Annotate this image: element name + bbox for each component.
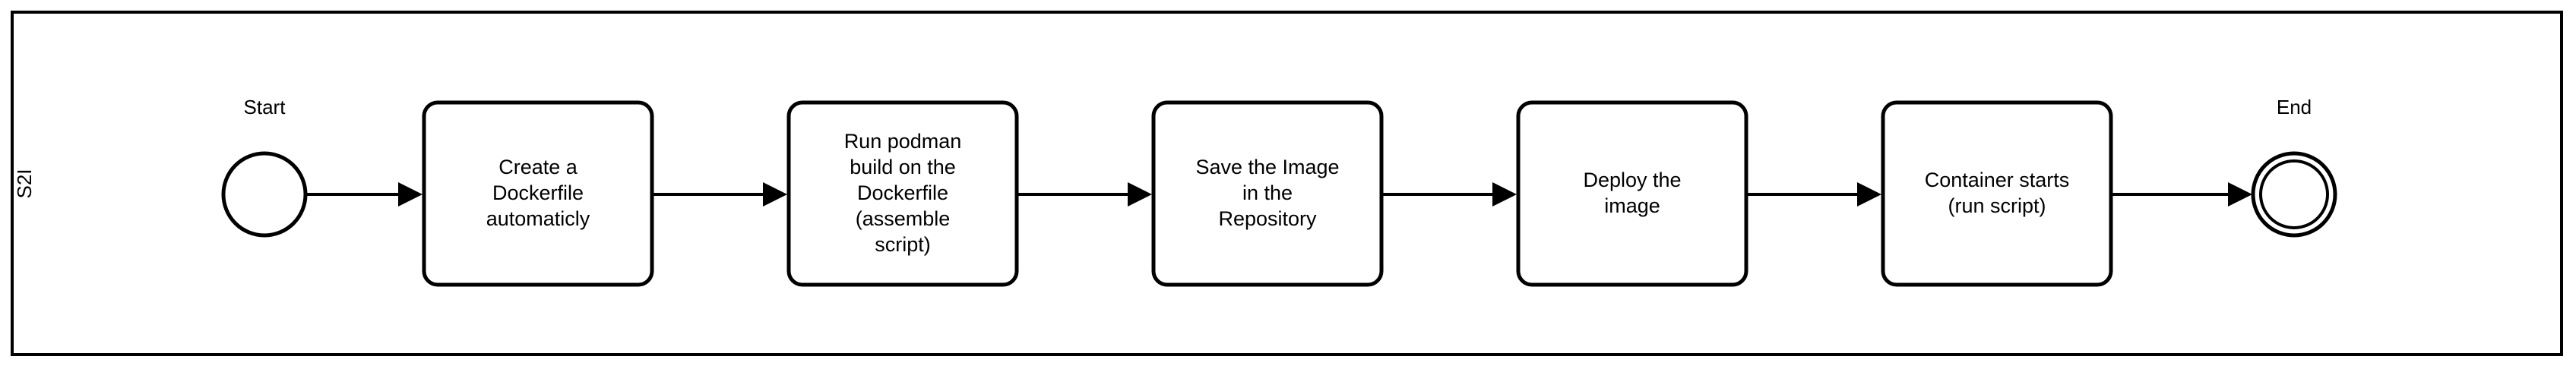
task-label-line: in the xyxy=(1242,181,1293,204)
task-label-line: Save the Image xyxy=(1195,156,1339,178)
flow-arrow-task4-to-task5 xyxy=(1746,182,1881,207)
task-label-line: (assemble xyxy=(856,207,951,230)
task-label-line: Deploy the xyxy=(1583,169,1681,191)
task-label-line: script) xyxy=(875,233,931,256)
end-event-label: End xyxy=(2277,96,2312,118)
flow-arrow-start-to-task1 xyxy=(307,182,422,207)
start-event-circle-icon[interactable] xyxy=(221,151,308,238)
start-event-label: Start xyxy=(244,96,286,118)
task-label-line: automaticly xyxy=(486,207,590,230)
flow-arrow-task2-to-task3 xyxy=(1017,182,1152,207)
flow-arrow-task3-to-task4 xyxy=(1381,182,1517,207)
pool-frame xyxy=(11,11,2563,356)
task-box[interactable] xyxy=(1516,100,1748,287)
task-container-starts[interactable]: Container starts (run script) xyxy=(1881,100,2113,287)
flow-arrow-task5-to-end xyxy=(2111,182,2252,207)
task-label-line: build on the xyxy=(850,156,956,178)
task-create-dockerfile[interactable]: Create a Dockerfile automaticly xyxy=(422,100,654,287)
task-run-podman-build[interactable]: Run podman build on the Dockerfile (asse… xyxy=(786,100,1019,287)
task-deploy-image[interactable]: Deploy the image xyxy=(1516,100,1748,287)
lane-label-s2i: S2I xyxy=(13,169,36,198)
task-save-image-repository[interactable]: Save the Image in the Repository xyxy=(1151,100,1384,287)
flow-arrow-task1-to-task2 xyxy=(652,182,787,207)
task-label-line: Dockerfile xyxy=(492,181,584,204)
task-label-line: (run script) xyxy=(1948,194,2046,217)
task-label-line: Repository xyxy=(1218,207,1317,230)
task-label-line: Dockerfile xyxy=(857,181,948,204)
task-label-line: Create a xyxy=(498,156,578,178)
task-label-line: image xyxy=(1604,194,1660,217)
end-event-double-circle-icon[interactable] xyxy=(2251,151,2337,238)
task-label-line: Run podman xyxy=(844,130,962,153)
task-label-line: Container starts xyxy=(1925,169,2070,191)
task-box[interactable] xyxy=(1881,100,2113,287)
